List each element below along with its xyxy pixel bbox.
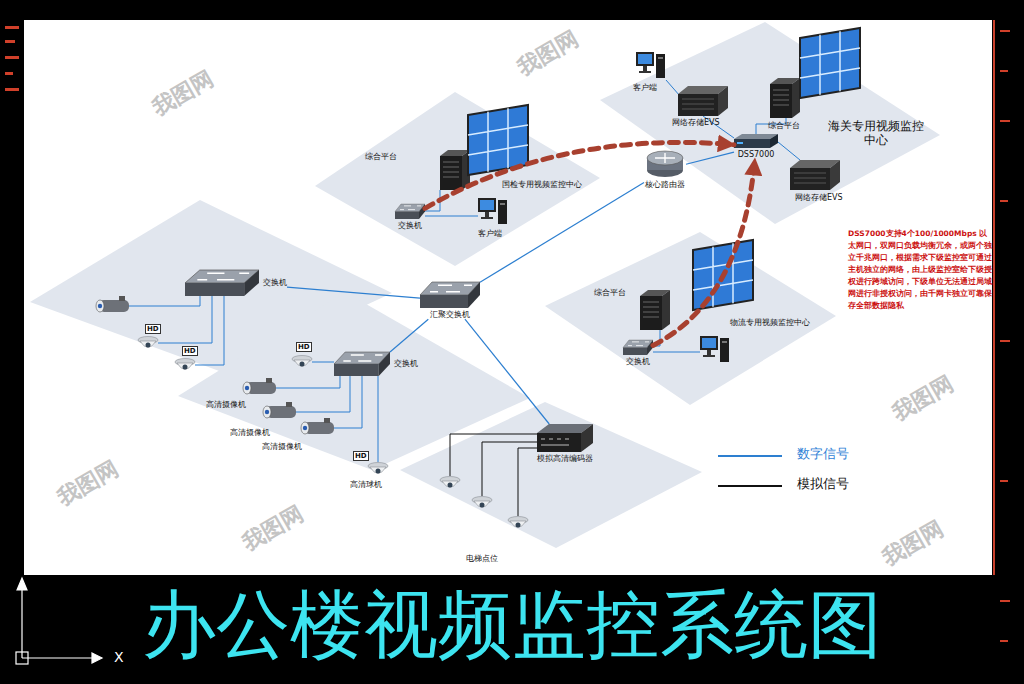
zone-fill	[400, 402, 702, 548]
watermark: 我图网	[53, 455, 123, 510]
diagram-title: 办公楼视频监控系统图	[0, 584, 1024, 665]
watermark: 我图网	[148, 65, 218, 120]
device-label: 交换机	[394, 359, 418, 368]
dome-camera	[138, 337, 158, 348]
zone-heading: 国检专用视频监控中心	[500, 180, 584, 189]
platform-server	[770, 78, 800, 118]
bullet-camera	[96, 296, 129, 312]
video-wall	[800, 28, 860, 98]
device-label: 交换机	[626, 357, 650, 366]
platform-server	[440, 150, 470, 190]
dome-camera	[175, 359, 195, 370]
dome-camera	[472, 497, 492, 508]
zone-heading: 海关专用视频监控 中心	[822, 120, 930, 148]
network-link	[686, 152, 734, 164]
legend-line	[718, 485, 782, 487]
watermark: 我图网	[238, 500, 308, 555]
switch-icon	[185, 270, 259, 296]
device-label: 汇聚交换机	[430, 310, 470, 319]
part-label: 客户端	[633, 83, 657, 92]
device-label: 交换机	[263, 278, 287, 287]
dss-server	[734, 134, 778, 148]
drawing-sheet	[24, 20, 992, 575]
core-router	[647, 151, 683, 177]
switch-icon	[420, 282, 480, 308]
platform-server	[640, 290, 670, 330]
network-link	[480, 182, 644, 282]
dome-camera	[292, 356, 312, 367]
watermark: 我图网	[878, 515, 948, 570]
client-pc	[700, 336, 729, 362]
device-label: DSS7000	[738, 150, 775, 159]
device-label: 交换机	[398, 221, 422, 230]
storage-evs	[678, 86, 728, 116]
hd-badge: HD	[296, 342, 312, 352]
network-link	[390, 319, 428, 352]
part-label: 综合平台	[594, 288, 626, 297]
part-label: 高清摄像机	[262, 442, 302, 451]
ptz-camera	[368, 463, 388, 474]
storage-evs	[790, 160, 840, 190]
switch-icon	[623, 340, 653, 355]
legend-text: 数字信号	[797, 447, 849, 462]
legend-text: 模拟信号	[797, 477, 849, 492]
watermark: 我图网	[888, 370, 958, 425]
device-label: 模拟高清编码器	[537, 454, 593, 463]
ucs-axis	[16, 578, 102, 664]
dome-camera	[440, 477, 460, 488]
part-label: X	[114, 649, 124, 665]
zone-heading: 物流专用视频监控中心	[728, 318, 812, 327]
dome-camera	[508, 517, 528, 528]
hd-badge: HD	[353, 451, 369, 461]
zone-outline	[400, 402, 702, 548]
bullet-camera	[263, 402, 296, 418]
legend-line	[718, 455, 782, 457]
hd-badge: HD	[182, 346, 198, 356]
watermark: 我图网	[513, 25, 583, 80]
wiring	[129, 80, 800, 516]
network-link	[287, 287, 420, 298]
part-label: 网络存储EVS	[795, 193, 843, 202]
part-label: 综合平台	[365, 152, 397, 161]
switch-icon	[334, 352, 390, 376]
bullet-camera	[301, 418, 334, 434]
data-flow-arrow	[653, 159, 755, 345]
part-label: 综合平台	[768, 121, 800, 130]
switch-icon	[395, 204, 425, 219]
hd-badge: HD	[145, 324, 161, 334]
zone-heading: 电梯点位	[462, 554, 502, 563]
part-label: 高清球机	[350, 480, 382, 489]
zone-fill	[315, 92, 600, 266]
part-label: 高清摄像机	[230, 428, 270, 437]
part-label: 网络存储EVS	[672, 118, 720, 127]
network-link	[465, 319, 549, 424]
bullet-camera	[243, 378, 276, 394]
client-pc	[478, 198, 507, 224]
data-flow-arrow	[425, 142, 734, 208]
device-label: 核心路由器	[645, 180, 685, 189]
room-zone: 电梯点位模拟高清编码器	[400, 402, 702, 548]
part-label: 高清摄像机	[206, 400, 246, 409]
frame-line	[993, 20, 995, 575]
client-pc	[636, 52, 665, 78]
part-label: 客户端	[478, 229, 502, 238]
note-text: DSS7000支持4个100/1000Mbps 以太网口，双网口负载均衡冗余，或…	[848, 228, 994, 312]
encoder-icon	[537, 424, 593, 452]
zone-fill	[600, 22, 940, 224]
